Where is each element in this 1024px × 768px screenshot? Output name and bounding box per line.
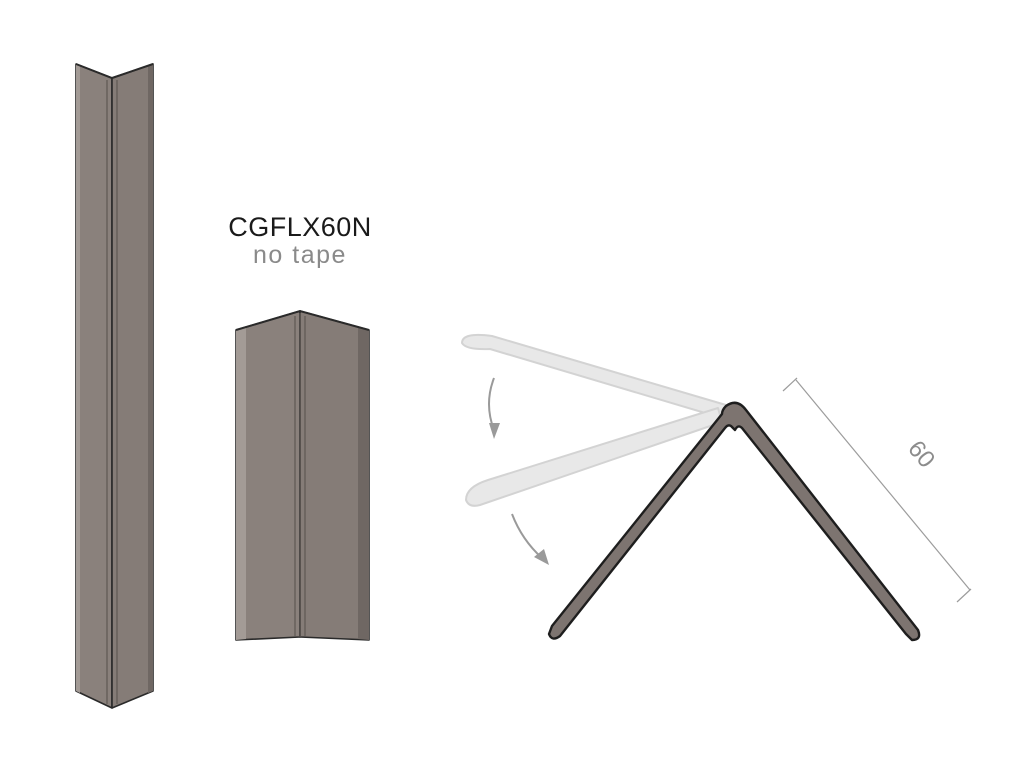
long-profile-top-edge <box>75 63 154 80</box>
curved-down-arrow-icon <box>488 377 500 439</box>
curved-down-right-arrow-icon <box>511 513 549 565</box>
short-profile-top-edge <box>235 309 370 331</box>
cross-section-profile <box>547 401 921 642</box>
product-note: no tape <box>253 241 347 269</box>
short-profile-edge-highlight <box>236 327 246 640</box>
dimension-value: 60 <box>902 435 940 473</box>
dimension-tick-bottom <box>956 588 972 603</box>
long-profile-edge-shadow <box>148 64 153 693</box>
dimension-line <box>782 377 972 603</box>
ghost-flange-upper <box>461 333 727 419</box>
ghost-flange-lower <box>465 407 723 507</box>
product-label: CGFLX60N no tape <box>200 214 400 268</box>
long-profile-edge-highlight <box>76 64 80 693</box>
product-code: CGFLX60N <box>228 212 372 242</box>
angle-cross-section <box>547 401 921 642</box>
ghost-flange-positions <box>461 333 727 507</box>
long-profile-right-face <box>111 63 154 709</box>
dimension-tick-top <box>782 377 798 392</box>
long-angle-profile <box>75 63 154 709</box>
short-angle-profile <box>235 309 370 641</box>
short-profile-edge-shadow <box>358 327 369 640</box>
dimension-main-line <box>795 379 971 591</box>
